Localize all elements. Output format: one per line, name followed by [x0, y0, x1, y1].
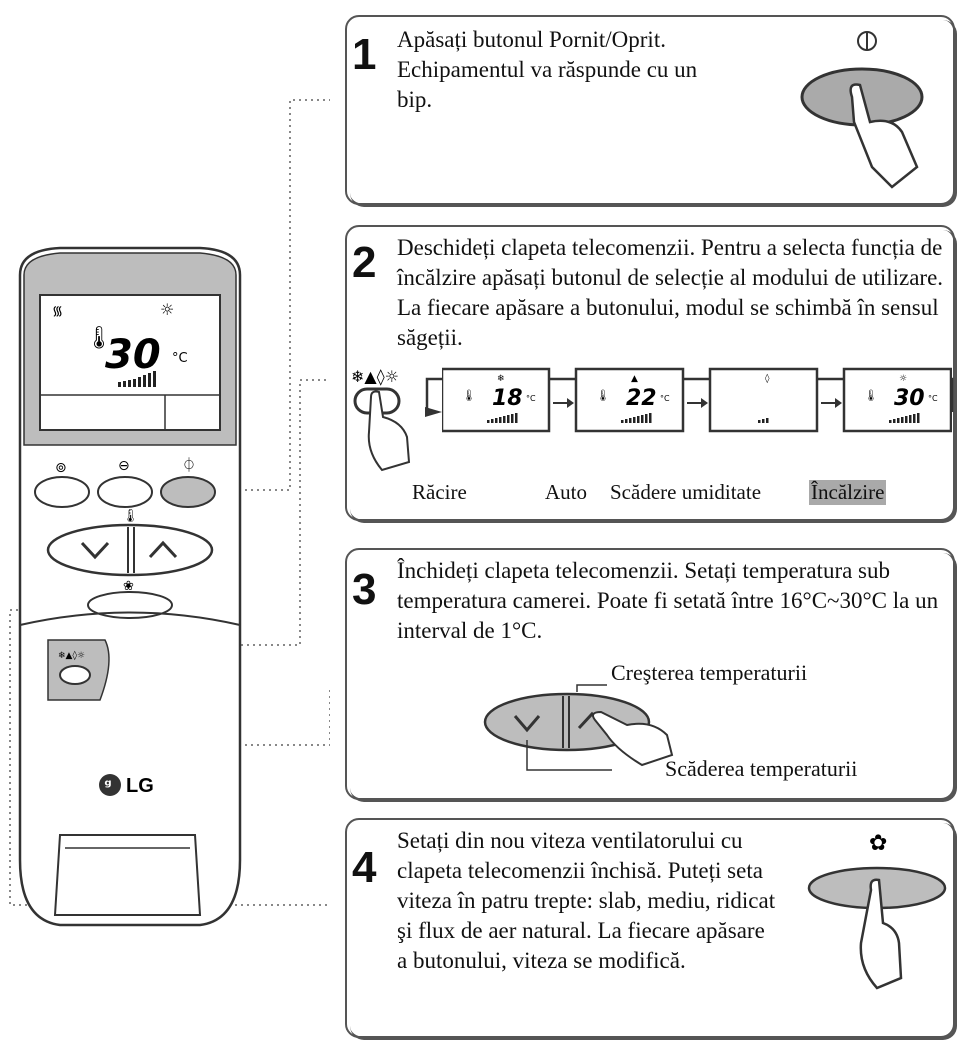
mode-screen-temp: 22	[626, 386, 657, 411]
airflow-icon: ⊖	[118, 458, 130, 474]
lcd-temperature: 30	[105, 332, 161, 378]
step-number: 1	[352, 33, 376, 77]
airflow-button[interactable]	[98, 477, 152, 507]
wifi-icon: ᯾	[52, 304, 63, 319]
press-power-button-illustration	[792, 27, 932, 192]
mode-screens-svg: ❄🌡18°C▲🌡22°C◊☼🌡30°C	[442, 367, 952, 437]
mode-screen: ▲ 🌡 22°C	[576, 369, 683, 431]
mode-screen-temp: 30	[894, 386, 925, 411]
step-2-box: 2 Deschideți clapeta telecomenzii. Pentr…	[345, 225, 955, 521]
mode-indicator-icon: ◊	[765, 373, 770, 384]
power-symbol-icon: ⏀	[182, 457, 196, 474]
temp-decrease-label: Scăderea temperaturii	[665, 756, 857, 782]
step-3-box: 3 Închideți clapeta telecomenzii. Setați…	[345, 548, 955, 800]
thermometer-icon: 🌡	[596, 389, 610, 402]
step-number: 4	[352, 846, 376, 890]
step-1-box: 1 Apăsați butonul Pornit/Oprit. Echipame…	[345, 15, 955, 205]
temp-rocker-illustration	[477, 680, 687, 780]
swing-button[interactable]	[35, 477, 89, 507]
mode-screen: ◊	[710, 369, 817, 431]
mode-screen: ☼ 🌡 30°C	[844, 369, 951, 431]
step-description: Deschideți clapeta telecomenzii. Pentru …	[397, 233, 957, 353]
thermometer-icon: 🌡	[462, 389, 476, 402]
mode-label-heat: Încălzire	[809, 480, 886, 505]
thermometer-icon: 🌡	[864, 389, 878, 402]
mode-screens: ❄🌡18°C▲🌡22°C◊☼🌡30°C	[442, 367, 952, 437]
mode-select-button[interactable]	[60, 666, 90, 684]
mode-screen-temp: 18	[492, 386, 523, 411]
mode-label-cool: Răcire	[412, 480, 467, 505]
step-description: Apăsați butonul Pornit/Oprit. Echipament…	[397, 25, 737, 115]
power-button[interactable]	[161, 477, 215, 507]
mode-label-dry: Scădere umiditate	[610, 480, 761, 505]
arrow-right-icon	[567, 398, 574, 408]
mode-screen: ❄ 🌡 18°C	[442, 369, 549, 431]
step-description: Setați din nou viteza ventilatorului cu …	[397, 826, 777, 976]
arrow-right-icon	[701, 398, 708, 408]
mode-indicator-icon: ❄	[497, 374, 505, 384]
mode-indicator-icon: ☼	[899, 374, 907, 384]
press-fan-button-illustration: ✿	[797, 828, 947, 998]
step-number: 3	[352, 568, 376, 612]
temp-icon: 🌡	[122, 508, 139, 524]
mode-indicator-icon: ▲	[631, 374, 638, 384]
temp-rocker	[48, 525, 212, 575]
svg-text:ᵍ: ᵍ	[104, 776, 112, 795]
arrow-right-icon	[835, 398, 842, 408]
mode-screen-unit: °C	[928, 394, 938, 403]
mode-label-auto: Auto	[545, 480, 587, 505]
mode-icons: ❄▲◊☼	[351, 367, 399, 386]
step-description: Închideți clapeta telecomenzii. Setați t…	[397, 556, 957, 646]
mode-icons: ❄▲◊☼	[58, 650, 85, 661]
remote-control-illustration: ᯾ ☼ 🌡 30 °C ⊚ ⊖ ⏀ 🌡 ❀ ❄▲◊☼ ᵍ LG	[0, 0, 330, 1027]
lcd-unit: °C	[172, 351, 188, 366]
sun-icon: ☼	[160, 300, 174, 319]
swing-icon: ⊚	[55, 460, 67, 476]
step-4-box: 4 Setați din nou viteza ventilatorului c…	[345, 818, 955, 1038]
brand-label: LG	[126, 775, 154, 797]
fan-icon: ✿	[869, 831, 887, 856]
mode-screen-unit: °C	[660, 394, 670, 403]
mode-screen-unit: °C	[526, 394, 536, 403]
step-number: 2	[352, 241, 376, 285]
battery-cover	[55, 835, 200, 915]
